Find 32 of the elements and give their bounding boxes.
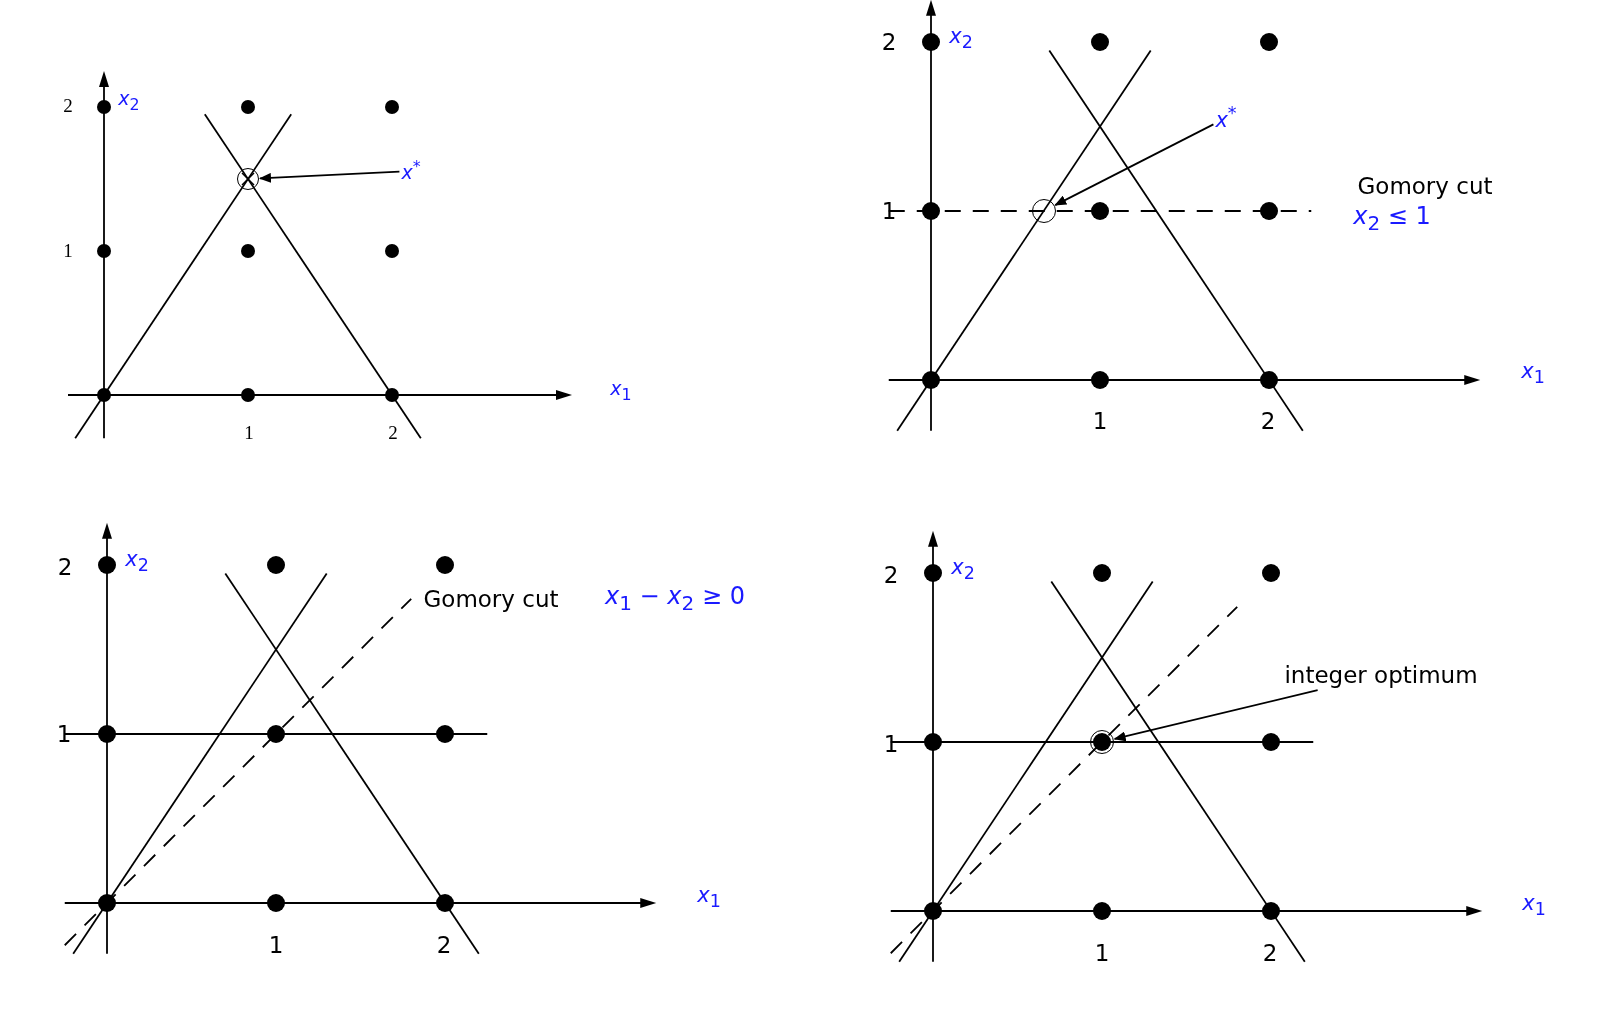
- arrow: [259, 170, 401, 183]
- variable-label: x$^{*}$: [1215, 103, 1237, 133]
- variable-label: x$_{1}$: [610, 378, 632, 404]
- axis-label: 2: [57, 553, 73, 581]
- variable-label: x$_{1}$: [697, 882, 721, 912]
- annotation-label: integer optimum: [1284, 661, 1478, 689]
- variable-label: x$_{2}$: [118, 88, 140, 114]
- axis-label: Gomory cut: [423, 585, 559, 613]
- axis-label: 2: [436, 931, 452, 959]
- axis-label: 2: [63, 95, 73, 117]
- axis-label: 1: [63, 240, 73, 262]
- variable-label: x$_{1}$: [1521, 358, 1545, 388]
- axis-label: 1: [244, 422, 254, 444]
- axis-label: 1: [1094, 939, 1110, 967]
- variable-label: x$_{2}$: [125, 546, 149, 576]
- axis-label: 2: [1262, 939, 1278, 967]
- variable-label: x$_{1}$ − x$_{2}$ ≥ 0: [605, 583, 745, 615]
- axis-label: 1: [1092, 407, 1108, 435]
- axis-label: 2: [388, 422, 398, 444]
- arrow: [1113, 689, 1319, 742]
- axis-label: 2: [883, 561, 899, 589]
- axis-label: 2: [881, 28, 897, 56]
- axis-label: 2: [1260, 407, 1276, 435]
- variable-label: x$_{1}$: [1522, 890, 1546, 920]
- variable-label: x$_{2}$: [951, 554, 975, 584]
- axis-label: 1: [268, 931, 284, 959]
- variable-label: x$^{*}$: [401, 157, 421, 185]
- variable-label: x$_{2}$ ≤ 1: [1353, 203, 1431, 235]
- variable-label: x$_{2}$: [949, 23, 973, 53]
- arrow: [1054, 123, 1215, 206]
- axis-label: Gomory cut: [1357, 172, 1493, 200]
- axis-label: 1: [56, 720, 72, 748]
